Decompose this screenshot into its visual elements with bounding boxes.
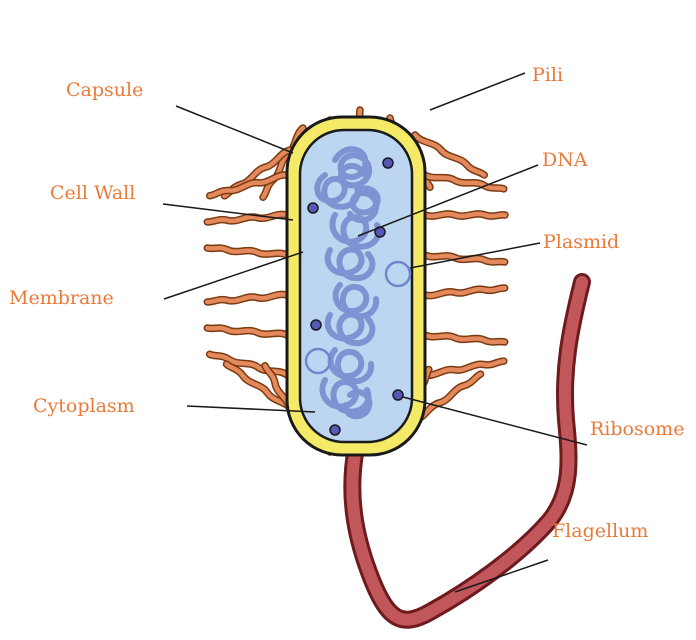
label-cell-wall: Cell Wall [50, 182, 135, 204]
pilus [207, 294, 287, 303]
label-plasmid: Plasmid [543, 231, 619, 253]
leader-line-capsule [176, 106, 293, 153]
label-membrane: Membrane [9, 287, 114, 309]
pilus [209, 353, 287, 376]
label-capsule: Capsule [66, 79, 143, 101]
label-cytoplasm: Cytoplasm [33, 395, 135, 417]
pilus [207, 327, 287, 336]
pilus [425, 334, 505, 343]
pilus [425, 174, 504, 190]
pilus [425, 360, 504, 376]
leader-line-pili [430, 73, 525, 110]
label-dna: DNA [542, 149, 588, 171]
pilus [425, 214, 505, 216]
label-pili: Pili [532, 64, 563, 86]
pilus [425, 254, 505, 263]
pilus [425, 287, 505, 296]
label-ribosome: Ribosome [590, 418, 684, 440]
label-flagellum: Flagellum [552, 520, 648, 542]
pilus [207, 247, 287, 256]
